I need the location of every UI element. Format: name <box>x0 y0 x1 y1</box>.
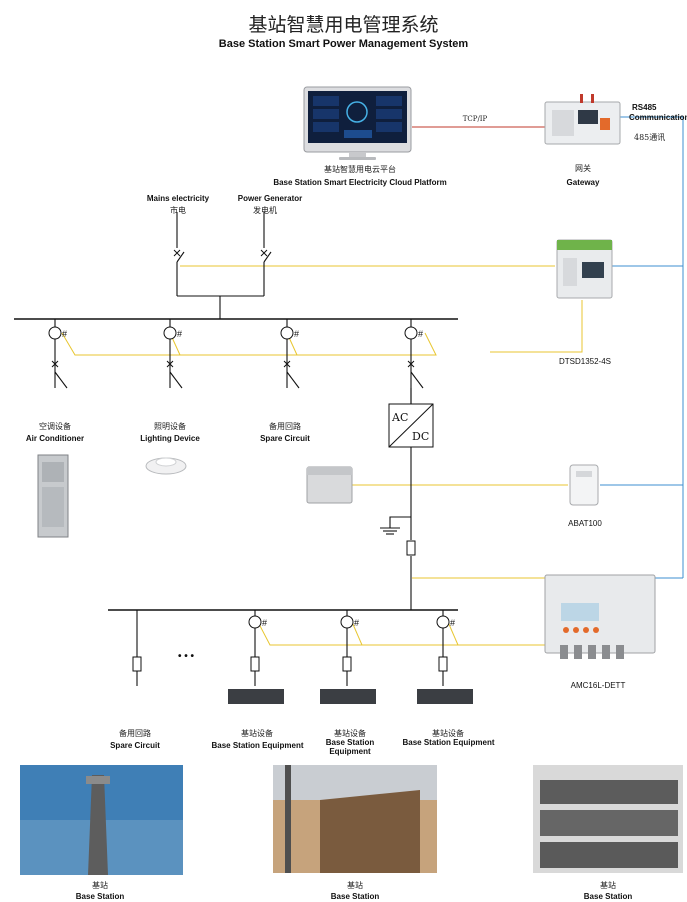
rs485-label: RS485 <box>632 103 657 112</box>
converter-ac: AC <box>392 411 409 424</box>
abat-sensor <box>569 464 599 506</box>
load-0-en: Air Conditioner <box>25 434 85 443</box>
generator-label-zh: 发电机 <box>253 206 277 215</box>
photo-2-en: Base Station <box>583 892 633 901</box>
load-1-en: Lighting Device <box>140 434 200 443</box>
fuses <box>132 540 448 672</box>
diagram-title: 基站智慧用电管理系统 <box>248 14 439 36</box>
current-transformers <box>48 326 450 629</box>
gateway-label-en: Gateway <box>566 178 600 187</box>
load-1-zh: 照明设备 <box>154 422 186 431</box>
photo-batteries <box>533 765 683 873</box>
gateway-device <box>544 94 621 145</box>
dc-load-1-en: Base Station Equipment <box>211 741 304 750</box>
converter-dc: DC <box>412 430 430 443</box>
svg-text:#: # <box>177 329 182 339</box>
dc-load-2-zh: 基站设备 <box>334 729 366 738</box>
diagram-subtitle: Base Station Smart Power Management Syst… <box>218 38 469 50</box>
dc-load-0-zh: 备用回路 <box>119 729 151 738</box>
amc-label: AMC16L-DETT <box>570 681 626 690</box>
tcpip-label: TCP/IP <box>462 115 488 123</box>
mains-label-en: Mains electricity <box>146 194 210 203</box>
photo-1-en: Base Station <box>330 892 380 901</box>
battery-icon <box>306 466 353 504</box>
dc-load-3-en: Base Station Equipment <box>402 738 495 747</box>
dc-load-1-zh: 基站设备 <box>241 729 273 738</box>
gateway-label-zh: 网关 <box>575 164 591 173</box>
power-wiring <box>14 212 458 686</box>
photo-0-en: Base Station <box>75 892 125 901</box>
svg-text:#: # <box>354 618 359 628</box>
platform-label-zh: 基站智慧用电云平台 <box>324 165 396 174</box>
svg-text:#: # <box>62 329 67 339</box>
dc-load-2-en1: Base Station <box>325 738 375 747</box>
load-2-en: Spare Circuit <box>260 434 310 443</box>
svg-text:#: # <box>418 329 423 339</box>
dtsd-label: DTSD1352-4S <box>558 357 612 366</box>
platform-label-en: Base Station Smart Electricity Cloud Pla… <box>273 178 447 187</box>
dc-load-0-en: Spare Circuit <box>110 741 160 750</box>
equipment-icons <box>228 689 473 704</box>
platform-monitor <box>303 86 412 160</box>
load-2-zh: 备用回路 <box>269 422 301 431</box>
abat-label: ABAT100 <box>568 519 602 528</box>
photo-building <box>273 765 437 873</box>
lighting-icon <box>145 457 187 475</box>
photo-0-zh: 基站 <box>92 881 108 890</box>
breakers <box>54 371 424 404</box>
load-0-zh: 空调设备 <box>39 422 71 431</box>
communication-label: Communication <box>629 113 687 122</box>
dc-load-3-zh: 基站设备 <box>432 729 464 738</box>
photo-1-zh: 基站 <box>347 881 363 890</box>
photo-2-zh: 基站 <box>600 881 616 890</box>
svg-text:#: # <box>294 329 299 339</box>
dtsd-meter <box>556 239 613 299</box>
svg-text:#: # <box>262 618 267 628</box>
generator-label-en: Power Generator <box>237 194 303 203</box>
photo-tower <box>20 765 183 875</box>
mains-label-zh: 市电 <box>170 206 186 215</box>
acdc-converter <box>388 403 434 448</box>
signal-lines <box>61 265 583 646</box>
air-conditioner-icon <box>37 454 69 538</box>
svg-text:#: # <box>450 618 455 628</box>
amc-meter <box>544 574 656 659</box>
switch-marks <box>51 249 415 368</box>
rs485-label-zh: 485通讯 <box>634 133 666 142</box>
dc-load-2-en2: Equipment <box>329 747 371 756</box>
ellipsis: • • • <box>178 651 195 662</box>
